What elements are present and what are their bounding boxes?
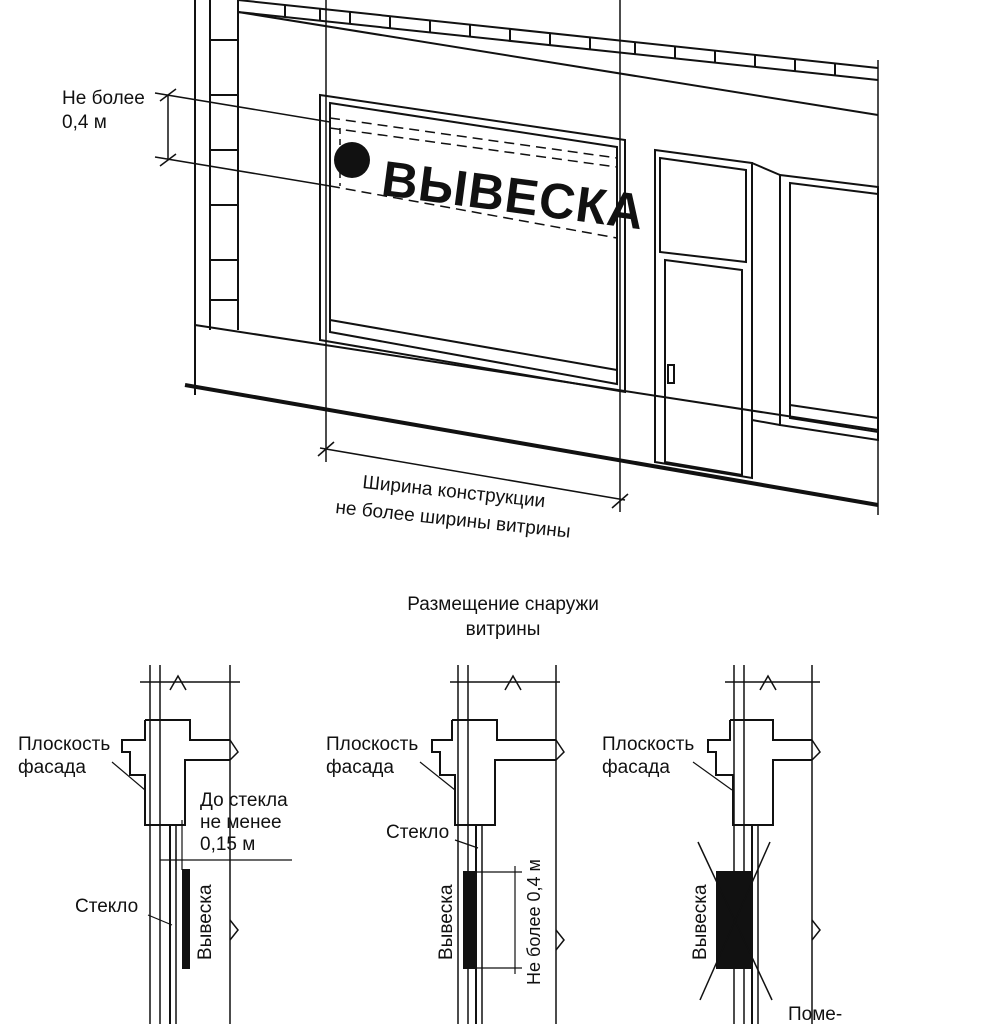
facade-plane-label-2a: Плоскость [326,734,418,755]
sign-band [329,117,618,239]
gap-label-2: не менее [200,812,282,833]
break-line-icon [169,674,187,691]
sign-label-1: Вывеска [195,884,216,960]
glass-label-1: Стекло [75,896,138,917]
sign-text: ВЫВЕСКА [379,150,648,240]
gap-label-1: До стекла [200,790,288,811]
facade-plane-label-2b: фасада [326,757,394,778]
facade-plane-label-1b: фасада [18,757,86,778]
facade-plane-label-1a: Плоскость [18,734,110,755]
height-dimension [154,88,331,187]
facade-perspective [184,0,879,507]
room-label-partial: Поме- [788,1004,842,1024]
gap-label-3: 0,15 м [200,834,255,855]
section-title-1: Размещение снаружи [407,594,599,615]
sign-label-3: Вывеска [690,884,711,960]
circle-logo-icon [334,142,370,178]
facade-plane-label-3a: Плоскость [602,734,694,755]
detail-2: Плоскость фасада Стекло Вывеска Не более… [326,665,565,1024]
detail-1: Плоскость фасада До стекла не менее 0,15… [18,665,292,1024]
sign-label-2: Вывеска [436,884,457,960]
detail-3: Плоскость фасада Вывеска Поме- [602,665,842,1024]
glass-label-2: Стекло [386,822,449,843]
height-label-detail: Не более 0,4 м [524,859,544,985]
height-label-1: Не более [62,88,145,109]
width-dimension [317,0,879,515]
facade-plane-label-3b: фасада [602,757,670,778]
section-title-2: витрины [466,619,541,640]
height-label-2: 0,4 м [62,112,107,133]
cross-out-icon [697,841,773,1001]
